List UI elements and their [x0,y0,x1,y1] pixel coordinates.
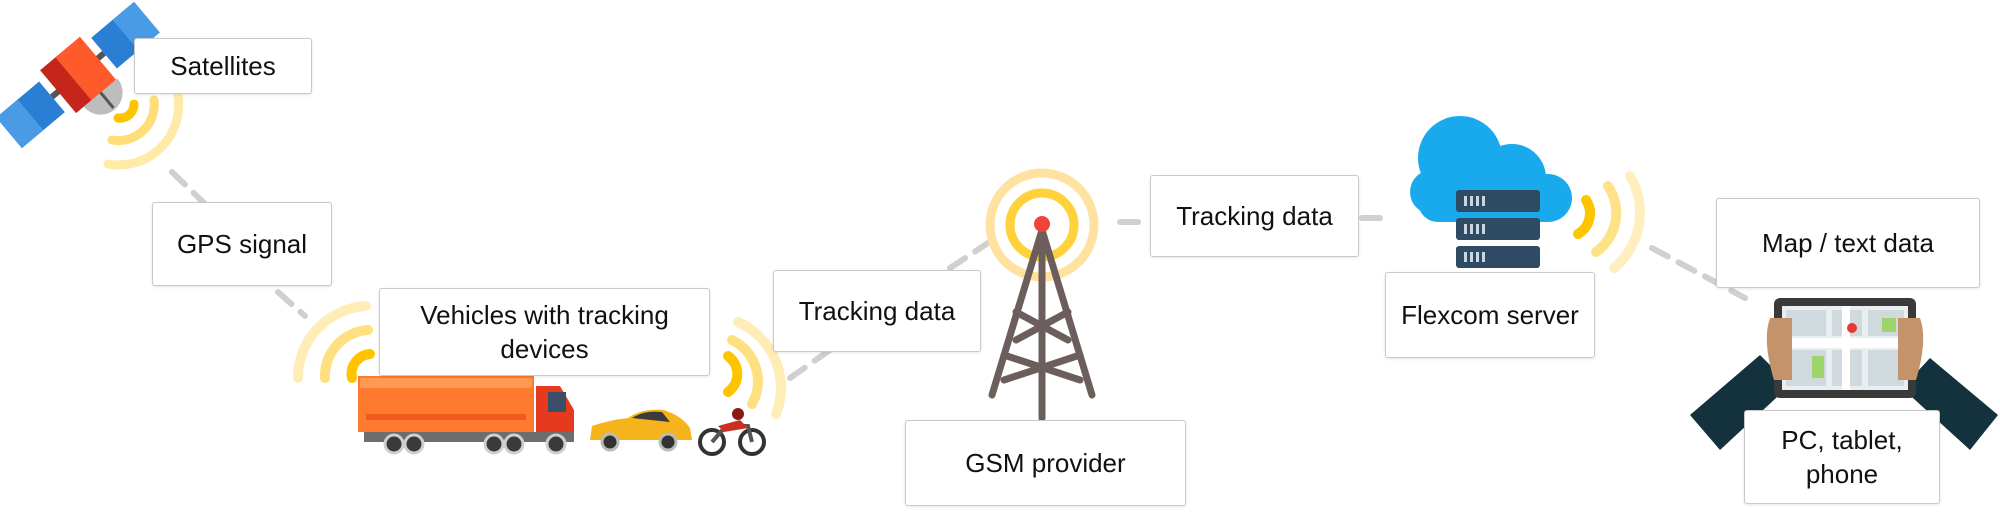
signal-waves-icon [1573,171,1645,273]
label-gsm-provider: GSM provider [905,420,1186,506]
connector-lines [169,169,1748,381]
gsm-tower-icon [985,168,1099,422]
label-devices: PC, tablet, phone [1744,410,1940,504]
signal-waves-icon [292,301,786,419]
satellite-icon [0,1,160,149]
motorcycle-icon [698,408,766,456]
connector-satellite-gps [169,169,208,207]
server-icon [1456,190,1540,268]
label-gps-signal: GPS signal [152,202,332,286]
tablet-hands-icon [1690,298,1998,450]
label-flexcom-server: Flexcom server [1385,272,1595,358]
car-icon [590,409,692,452]
connector-server-devices [1649,245,1748,301]
label-tracking-data-2: Tracking data [1150,175,1359,257]
label-tracking-data-1: Tracking data [773,270,981,352]
label-satellites: Satellites [134,38,312,94]
truck-icon [358,376,574,455]
signal-waves-icon [103,91,184,170]
connector-vehicles-tracking [787,347,833,381]
label-map-text-data: Map / text data [1716,198,1980,288]
label-vehicles: Vehicles with tracking devices [379,288,710,376]
connector-tracking-tower [947,240,991,271]
connector-gps-vehicles [275,289,308,319]
